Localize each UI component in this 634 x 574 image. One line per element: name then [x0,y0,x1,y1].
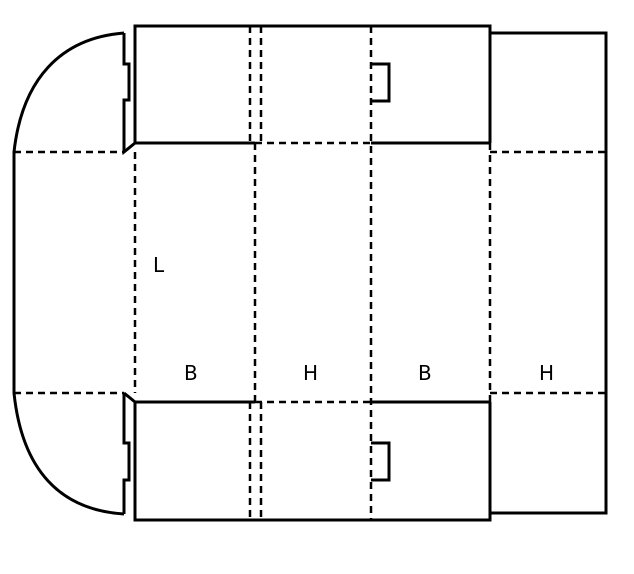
left-tuck-panel-outline [12,31,125,516]
label-height-2: H [539,361,554,385]
bottom-left-lock-tab [122,393,131,514]
label-length: L [153,253,165,277]
bottom-lock-slot [371,441,391,482]
fold-lines [14,26,606,520]
cut-lines [12,24,608,522]
label-height-1: H [303,361,318,385]
label-breadth-1: B [184,361,198,385]
top-left-lock-tab [122,33,136,156]
dimension-labels: L B H B H [153,253,554,385]
bottom-flap-outline [133,402,492,522]
label-breadth-2: B [418,361,432,385]
top-lock-slot [371,62,391,103]
top-flap-outline [133,24,492,143]
right-panel-outline [490,31,608,515]
bottom-left-tab-join [123,391,136,404]
